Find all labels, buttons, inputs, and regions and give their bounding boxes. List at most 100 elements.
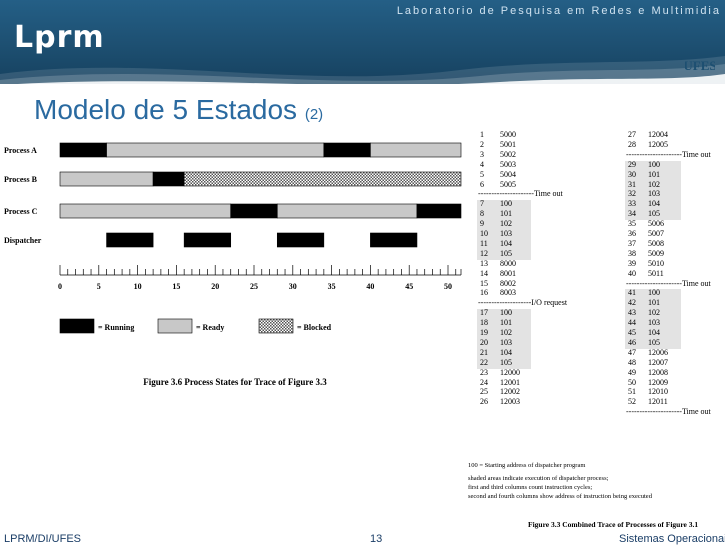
bar-blocked-1-2 — [183, 171, 462, 187]
trace-cycle-number: 8 — [480, 209, 484, 219]
bar-running-2-1 — [230, 203, 278, 219]
trace-cycle-number: 2 — [480, 139, 484, 149]
figure-3-3-notes: 100 = Starting address of dispatcher pro… — [468, 461, 652, 501]
dispatcher-shaded-block — [625, 289, 681, 349]
trace-cycle-number: 16 — [480, 288, 488, 298]
trace-address: 12006 — [648, 347, 668, 357]
trace-cycle-number: 52 — [628, 397, 636, 407]
legend-label-0: = Running — [98, 323, 134, 332]
bar-running-0-0 — [59, 142, 107, 158]
trace-address: 104 — [648, 199, 660, 209]
trace-cycle-number: 42 — [628, 298, 636, 308]
bar-running-3-0 — [106, 232, 154, 248]
trace-cycle-number: 9 — [480, 219, 484, 229]
axis-tick-label-10: 10 — [134, 282, 142, 291]
trace-address: 102 — [500, 328, 512, 337]
axis-tick-label-0: 0 — [58, 282, 62, 291]
trace-separator: ---------------------Time out — [626, 407, 711, 417]
note-first-third-columns: first and third columns count instructio… — [468, 484, 593, 491]
trace-address: 12005 — [648, 139, 668, 149]
bar-ready-0-1 — [106, 142, 325, 158]
bar-running-0-2 — [323, 142, 371, 158]
trace-cycle-number: 44 — [628, 318, 636, 328]
trace-address: 12002 — [500, 387, 520, 397]
slide-title-suffix: (2) — [304, 106, 324, 123]
trace-cycle-number: 17 — [480, 308, 488, 318]
trace-cycle-number: 33 — [628, 199, 636, 209]
trace-cycle-number: 47 — [628, 347, 636, 357]
trace-address: 105 — [500, 248, 512, 258]
figure-3-3-caption: Figure 3.3 Combined Trace of Processes o… — [528, 520, 699, 529]
axis-tick-label-15: 15 — [172, 282, 180, 291]
trace-address: 103 — [648, 318, 660, 328]
trace-separator: ---------------------Time out — [478, 189, 563, 199]
trace-cycle-number: 38 — [628, 248, 636, 258]
figure-3-6-caption: Figure 3.6 Process States for Trace of F… — [143, 377, 327, 387]
trace-separator: --------------------I/O request — [478, 298, 568, 308]
trace-address: 105 — [648, 337, 660, 347]
trace-address: 100 — [500, 308, 512, 318]
trace-cycle-number: 3 — [480, 149, 484, 159]
trace-address: 5006 — [648, 219, 664, 229]
trace-cycle-number: 51 — [628, 387, 636, 397]
ufes-logo-icon: UFES — [685, 58, 715, 73]
bar-running-3-3 — [370, 232, 418, 248]
trace-address: 105 — [648, 209, 660, 219]
trace-cycle-number: 34 — [628, 209, 636, 219]
trace-cycle-number: 41 — [628, 288, 636, 298]
footer-course: Sistemas Operacionais — [619, 533, 725, 545]
trace-cycle-number: 25 — [480, 387, 488, 397]
trace-cycle-number: 49 — [628, 367, 636, 377]
trace-cycle-number: 36 — [628, 229, 636, 238]
trace-address: 8000 — [500, 258, 516, 268]
trace-cycle-number: 48 — [628, 357, 636, 367]
dispatcher-shaded-block — [477, 200, 531, 260]
trace-separator: ---------------------Time out — [626, 149, 711, 159]
track-label-3: Dispatcher — [4, 236, 42, 245]
lab-name: Laboratorio de Pesquisa em Redes e Multi… — [396, 5, 721, 17]
bar-running-3-1 — [183, 232, 232, 248]
dispatcher-shaded-block — [477, 309, 531, 369]
trace-cycle-number: 32 — [628, 189, 636, 199]
trace-cycle-number: 39 — [628, 258, 636, 268]
bar-ready-1-0 — [59, 171, 154, 187]
trace-cycle-number: 6 — [480, 179, 484, 189]
trace-cycle-number: 50 — [628, 377, 636, 387]
trace-address: 5002 — [500, 149, 516, 159]
legend-swatch-0 — [59, 318, 95, 334]
trace-address: 12003 — [500, 397, 520, 407]
bar-ready-2-2 — [276, 203, 418, 219]
trace-address: 12011 — [648, 397, 668, 407]
trace-address: 5001 — [500, 139, 516, 149]
trace-cycle-number: 13 — [480, 258, 488, 268]
trace-address: 102 — [500, 219, 512, 229]
trace-address: 102 — [648, 308, 660, 318]
trace-cycle-number: 10 — [480, 229, 488, 238]
trace-cycle-number: 4 — [480, 159, 484, 169]
track-label-1: Process B — [4, 175, 38, 184]
trace-cycle-number: 21 — [480, 347, 488, 357]
slide-title-main: Modelo de 5 Estados — [34, 94, 298, 125]
footer-page-number: 13 — [370, 533, 383, 545]
trace-address: 12000 — [500, 367, 520, 377]
track-label-2: Process C — [4, 207, 38, 216]
trace-cycle-number: 37 — [628, 238, 636, 248]
trace-cycle-number: 15 — [480, 278, 488, 288]
trace-address: 103 — [500, 337, 512, 347]
trace-address: 5003 — [500, 159, 516, 169]
bar-running-3-2 — [276, 232, 325, 248]
trace-address: 100 — [648, 159, 660, 169]
trace-cycle-number: 23 — [480, 367, 488, 377]
trace-address: 5009 — [648, 248, 664, 258]
trace-cycle-number: 19 — [480, 328, 488, 337]
trace-address: 101 — [648, 169, 660, 179]
footer-institution: LPRM/DI/UFES — [4, 533, 82, 545]
axis-tick-label-5: 5 — [97, 282, 101, 291]
trace-address: 8002 — [500, 278, 516, 288]
trace-address: 101 — [648, 298, 660, 308]
trace-cycle-number: 12 — [480, 248, 488, 258]
trace-address: 12008 — [648, 367, 668, 377]
axis-tick-label-40: 40 — [366, 282, 374, 291]
trace-address: 5008 — [648, 238, 664, 248]
